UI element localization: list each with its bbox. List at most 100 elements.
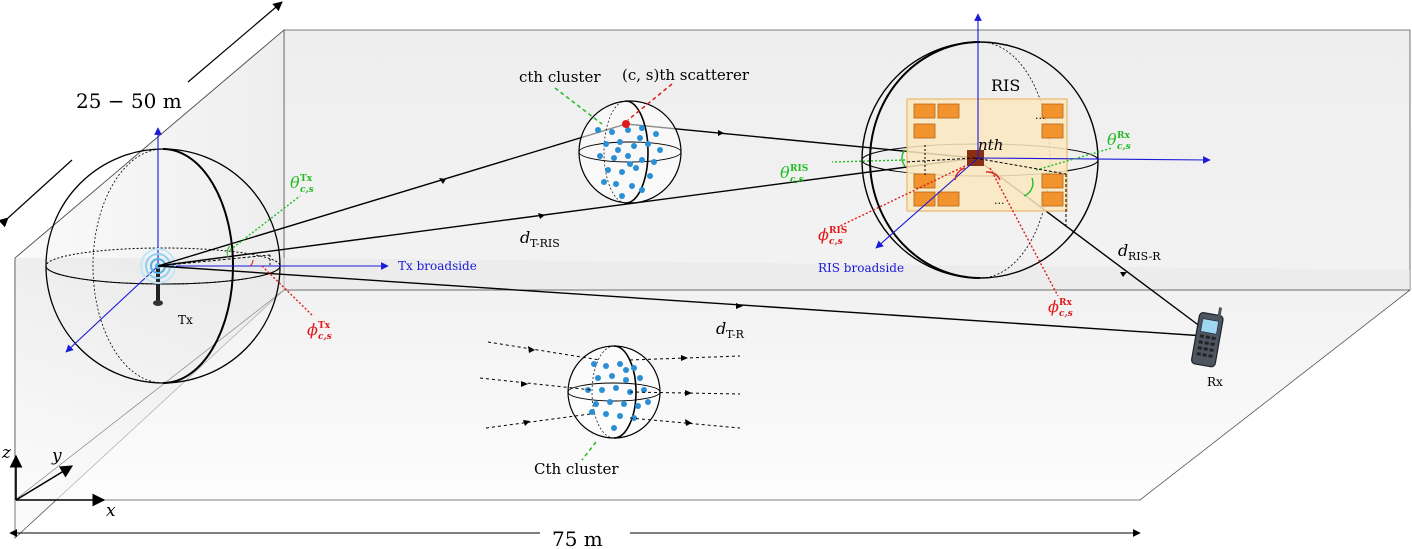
svg-text:ϕ: ϕ <box>818 225 829 244</box>
angle-leaders <box>229 147 1113 316</box>
scatterer-dot <box>637 135 643 141</box>
svg-text:c,s: c,s <box>790 175 804 185</box>
svg-text:d: d <box>716 319 726 338</box>
tx-sphere: Tx broadside <box>45 127 477 384</box>
axis-y-label: y <box>51 446 62 466</box>
ris-element <box>937 103 960 119</box>
length-label: 75 m <box>552 527 603 549</box>
C-cluster-ray-arrows <box>521 346 692 426</box>
svg-text:RIS: RIS <box>790 164 808 174</box>
rx-phone-icon <box>1191 307 1224 368</box>
room-box <box>14 29 1411 539</box>
ris-elements <box>913 103 1064 207</box>
svg-text:c,s: c,s <box>1059 309 1073 319</box>
cs-scatterer-label: (c, s)th scatterer <box>622 66 750 84</box>
svg-text:c,s: c,s <box>1117 142 1131 152</box>
scatterer-dot <box>631 365 637 371</box>
c-cluster-scatterers <box>595 125 663 199</box>
ris-element <box>913 103 936 119</box>
scatterer-dot <box>621 401 627 407</box>
phi-tx-label: ϕ Tx c,s <box>307 320 332 342</box>
axis-x-label: x <box>106 501 116 521</box>
scatterer-dot <box>637 375 643 381</box>
svg-text:c,s: c,s <box>318 332 332 342</box>
scatterer-dot <box>625 127 631 133</box>
scatterer-dot <box>657 147 663 153</box>
svg-text:ϕ: ϕ <box>307 320 318 339</box>
scatterer-dot <box>613 385 619 391</box>
theta-tx-label: θ Tx c,s <box>290 173 314 195</box>
svg-text:RIS-R: RIS-R <box>1128 250 1161 263</box>
scatterer-dot <box>611 425 617 431</box>
d-t-r-label: d T-R <box>716 319 745 341</box>
scatterer-dot <box>647 173 653 179</box>
scatterer-dot <box>627 161 633 167</box>
scatterer-dot <box>613 181 619 187</box>
svg-text:RIS: RIS <box>829 226 847 236</box>
scatterer-dot <box>605 167 611 173</box>
scatterer-dot <box>625 153 631 159</box>
scatterer-dot <box>609 129 615 135</box>
rx-label: Rx <box>1207 375 1223 389</box>
ris-element <box>913 191 936 207</box>
back-wall <box>283 29 1411 291</box>
d-ris-r-label: d RIS-R <box>1118 241 1161 263</box>
scatterer-dot <box>617 139 623 145</box>
scatterer-dot <box>607 399 613 405</box>
scatterer-dot <box>619 193 625 199</box>
d-t-ris-label: d T-RIS <box>520 228 560 250</box>
scatterer-dot <box>597 153 603 159</box>
tx-broadside-label: Tx broadside <box>398 259 477 273</box>
svg-text:θ: θ <box>290 173 300 192</box>
ris-element <box>1041 191 1064 207</box>
svg-text:Rx: Rx <box>1059 298 1072 308</box>
scatterer-dot <box>603 141 609 147</box>
scatterer-dot <box>651 159 657 165</box>
ris-dots-top: ... <box>1035 109 1046 122</box>
scatterer-dot <box>591 361 597 367</box>
svg-text:Rx: Rx <box>1117 131 1130 141</box>
svg-text:ϕ: ϕ <box>1048 297 1059 316</box>
scatterer-dot <box>633 165 639 171</box>
scatterer-dot <box>641 387 647 393</box>
scatterer-dot <box>595 375 601 381</box>
scatterer-dot <box>617 361 623 367</box>
svg-text:c,s: c,s <box>829 237 843 247</box>
svg-text:c,s: c,s <box>300 185 314 195</box>
scatterer-dot <box>609 373 615 379</box>
coordinate-axes: z y x <box>1 443 116 521</box>
c-cluster-label: cth cluster <box>519 68 601 86</box>
svg-text:θ: θ <box>780 163 790 182</box>
tx-label: Tx <box>178 313 193 327</box>
scatterer-dot <box>639 157 645 163</box>
ris-label: RIS <box>991 76 1020 95</box>
ris-angle-lines <box>901 145 1067 228</box>
scatterer-dot <box>615 147 621 153</box>
phi-rx-label: ϕ Rx c,s <box>1048 297 1073 319</box>
scatterer-dot <box>639 187 645 193</box>
ris-local-axes <box>875 13 1211 249</box>
scatterer-dot <box>599 387 605 393</box>
svg-text:d: d <box>520 228 530 247</box>
ris-element <box>1041 173 1064 189</box>
ris-element <box>937 191 960 207</box>
scatterer-dot <box>603 363 609 369</box>
c-cluster-sphere <box>578 100 682 204</box>
scatterer-dot <box>617 413 623 419</box>
depth-dimension: 25 − 50 m <box>0 1 283 228</box>
C-cluster-label: Cth cluster <box>534 460 619 478</box>
scatterer-dot <box>611 155 617 161</box>
scatterer-dot <box>623 377 629 383</box>
scatterer-dot <box>653 131 659 137</box>
length-dimension: 75 m <box>9 527 1141 549</box>
ris-element-label: nth <box>978 136 1003 154</box>
ris-element <box>1041 103 1064 119</box>
ris-element <box>1041 123 1064 139</box>
scatterer-dot <box>589 409 595 415</box>
ris-element <box>913 123 936 139</box>
svg-text:d: d <box>1118 241 1128 260</box>
svg-text:T-R: T-R <box>726 328 745 341</box>
scatterer-dot <box>639 125 645 131</box>
scatterer-dot <box>645 399 651 405</box>
